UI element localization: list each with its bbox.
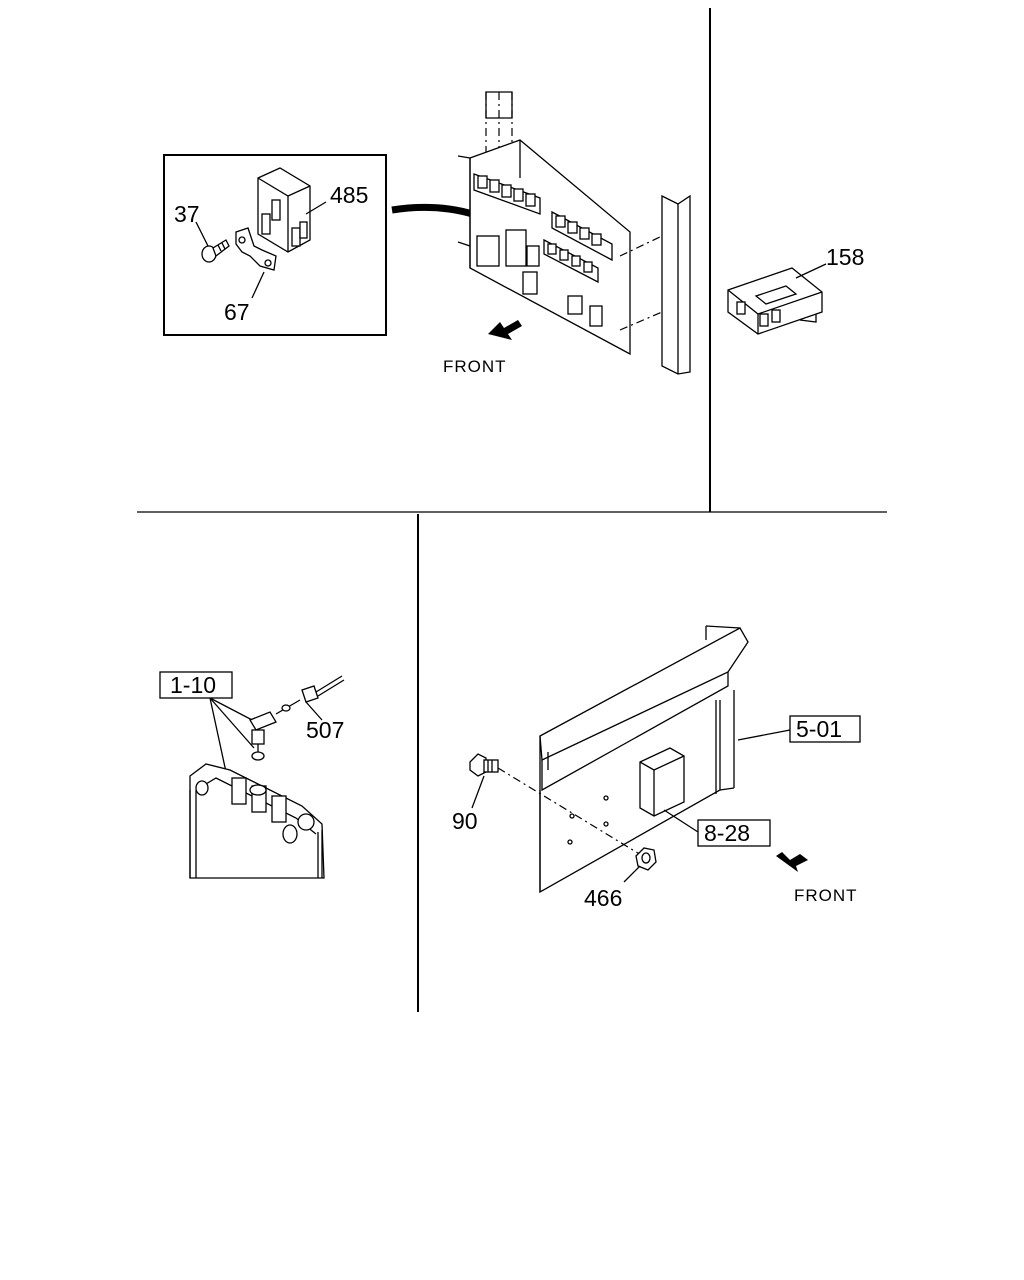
front-arrow [488,320,522,340]
callout-67: 67 [224,299,250,325]
front-label-top: FRONT [443,357,507,376]
panel-bottom-left: 1-10 507 [159,671,345,879]
right-pillar [661,194,691,375]
callout-158: 158 [826,244,864,270]
relay-board-drawing [469,139,631,356]
panel-top-right: 158 [727,244,864,335]
front-label-bottom: FRONT [794,886,858,905]
front-arrow-bottom [776,852,808,872]
module-drawing [639,747,685,817]
bolt-90-drawing [469,753,499,777]
callout-507: 507 [306,717,344,743]
switch-assembly-drawing [249,711,277,761]
frame-rail-drawing [539,625,749,894]
bolt-drawing [201,239,230,263]
callout-90: 90 [452,808,478,834]
nut-466-drawing [635,847,657,871]
panel-bottom-right: 90 466 5-01 8-28 FRONT [452,625,861,911]
callout-box-8-28 [697,819,771,847]
callout-37: 37 [174,201,200,227]
callout-box-5-01 [789,715,861,743]
radiator-drawing [189,763,325,879]
bracket-drawing [235,227,277,271]
panel-top-left: 485 37 67 [163,91,691,376]
callout-485: 485 [330,182,368,208]
callout-466: 466 [584,885,622,911]
callout-1-10: 1-10 [170,672,216,698]
callout-5-01: 5-01 [796,716,842,742]
control-unit-drawing [727,267,823,335]
callout-8-28: 8-28 [704,820,750,846]
relay-unit-drawing [257,167,311,253]
panel-dividers [137,8,887,1012]
callout-box-1-10 [159,671,233,699]
sensor-drawing [275,675,345,715]
detail-inset-frame [163,154,387,336]
